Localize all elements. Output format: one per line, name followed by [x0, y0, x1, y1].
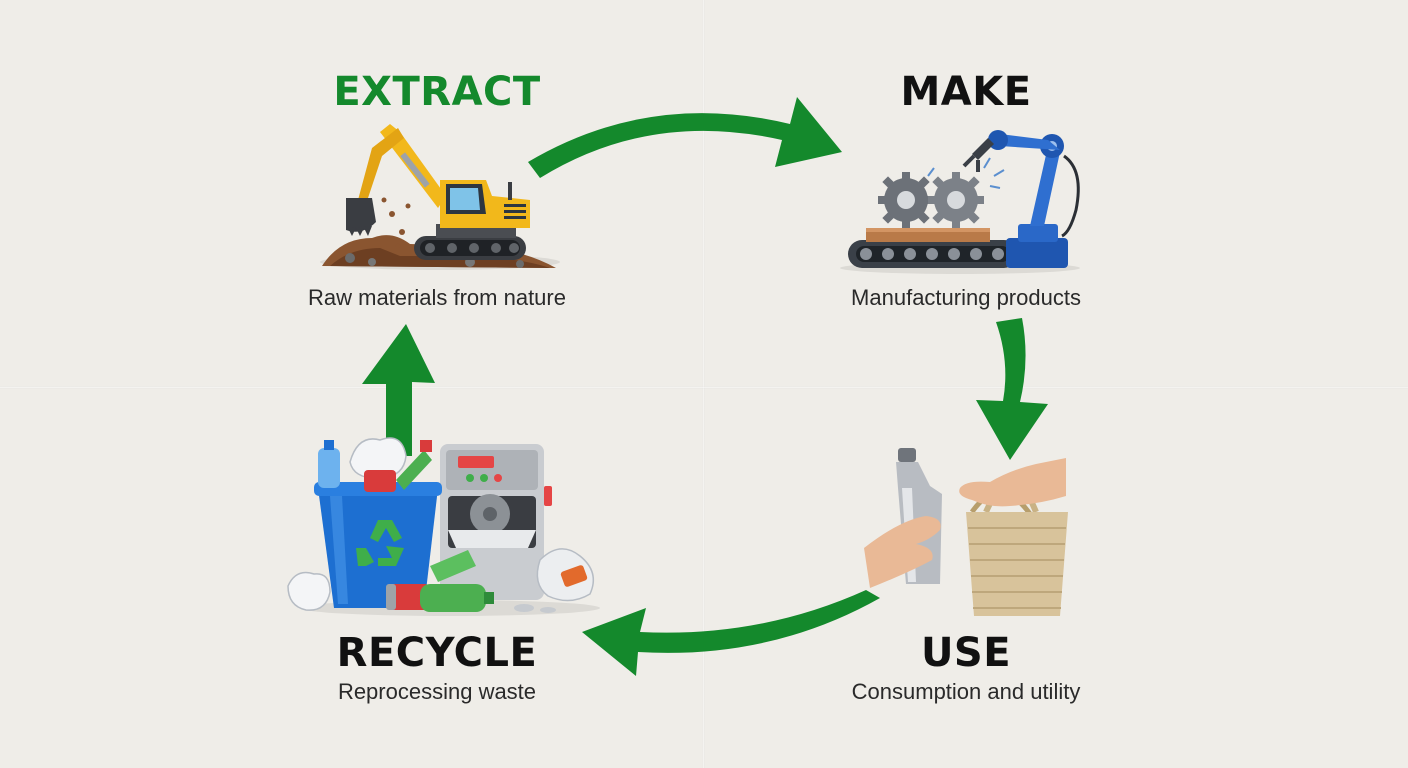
extract-title: EXTRACT — [333, 69, 541, 115]
use-title: USE — [920, 630, 1012, 676]
use-description: Consumption and utility — [851, 679, 1081, 704]
extract-description: Raw materials from nature — [308, 285, 566, 310]
factory-robot-arm-icon — [840, 130, 1080, 274]
recycle-description: Reprocessing waste — [337, 679, 537, 704]
paper-fold-vertical — [702, 0, 705, 768]
arrow-use-to-recycle — [582, 590, 880, 676]
recycle-title: RECYCLE — [336, 630, 538, 676]
arrow-recycle-to-extract — [362, 324, 435, 456]
make-description: Manufacturing products — [851, 285, 1081, 310]
bottle-and-bag-icon — [864, 448, 1068, 616]
recycling-bin-icon — [287, 437, 600, 616]
arrow-make-to-use — [976, 318, 1048, 460]
arrow-extract-to-make — [528, 97, 842, 178]
paper-fold-horizontal — [0, 386, 1408, 389]
make-title: MAKE — [900, 69, 1032, 115]
excavator-icon — [320, 124, 560, 270]
